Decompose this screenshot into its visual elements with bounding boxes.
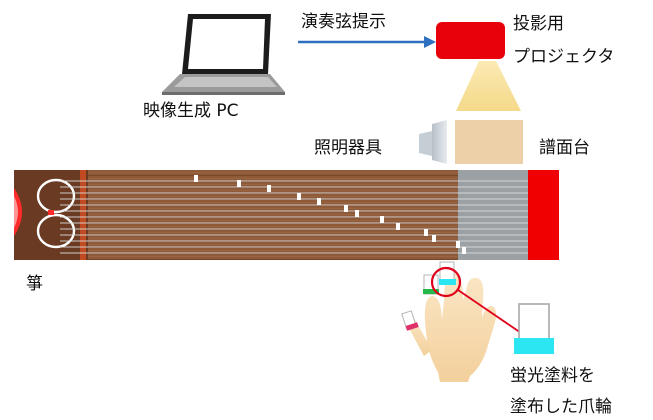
signal-arrow: [298, 36, 436, 48]
projector-icon: [436, 22, 505, 59]
music-stand-icon: [455, 120, 523, 164]
label-pc: 映像生成 PC: [143, 101, 239, 121]
label-projector-line1: 投影用: [513, 14, 564, 34]
label-ring-line1: 蛍光塗料を: [510, 366, 595, 386]
label-lighting: 照明器具: [314, 138, 382, 158]
laptop-icon: [162, 14, 285, 95]
label-music-stand: 譜面台: [539, 138, 590, 158]
koto-icon: [14, 170, 559, 260]
label-ring-line2: 塗布した爪輪: [510, 397, 612, 417]
koto-bridges: [194, 175, 466, 254]
label-string-cue: 演奏弦提示: [301, 12, 386, 32]
projector-beam: [456, 61, 521, 111]
hand-icon: [401, 261, 497, 382]
lamp-icon: [419, 120, 447, 164]
label-koto: 箏: [26, 274, 43, 294]
highlight-callout: [430, 266, 525, 336]
label-projector-line2: プロジェクタ: [513, 47, 615, 67]
finger-ring-enlarged: [514, 303, 554, 354]
